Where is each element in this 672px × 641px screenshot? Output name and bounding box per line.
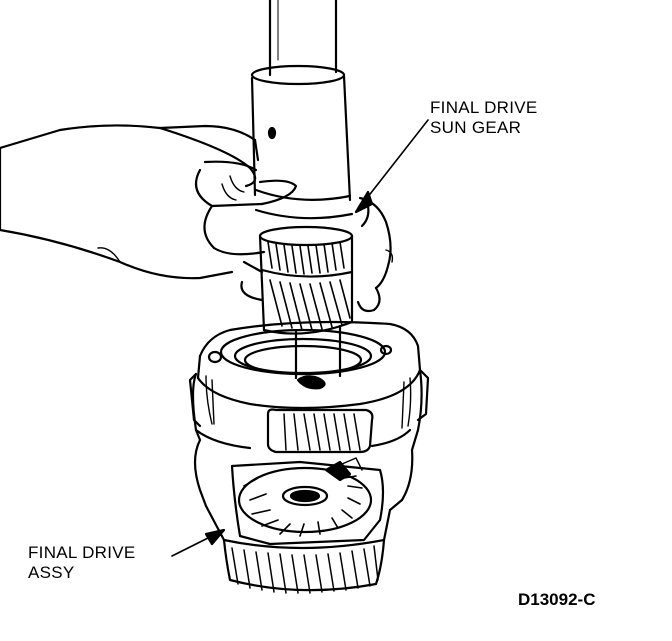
carrier-body — [188, 368, 430, 512]
sun-gear-leader — [354, 119, 429, 214]
assembly-leader — [171, 528, 226, 557]
ring-gear — [204, 504, 392, 594]
figure-id: D13092-C — [518, 590, 596, 609]
sun-gear-label-line-2: SUN GEAR — [430, 118, 522, 137]
assembly-label-line-2: ASSY — [28, 563, 75, 582]
hand — [0, 124, 394, 313]
assembly-label: FINAL DRIVE ASSY — [28, 543, 136, 583]
sun-gear-label-line-1: FINAL DRIVE — [430, 98, 538, 117]
assembly-label-line-1: FINAL DRIVE — [28, 543, 136, 562]
carrier-top — [196, 320, 422, 390]
planet-window — [266, 408, 374, 454]
shaft — [268, 0, 338, 77]
differential-window — [230, 457, 385, 546]
shaft-sleeve — [250, 64, 354, 220]
sun-gear — [258, 225, 354, 380]
sun-gear-label: FINAL DRIVE SUN GEAR — [430, 98, 538, 138]
